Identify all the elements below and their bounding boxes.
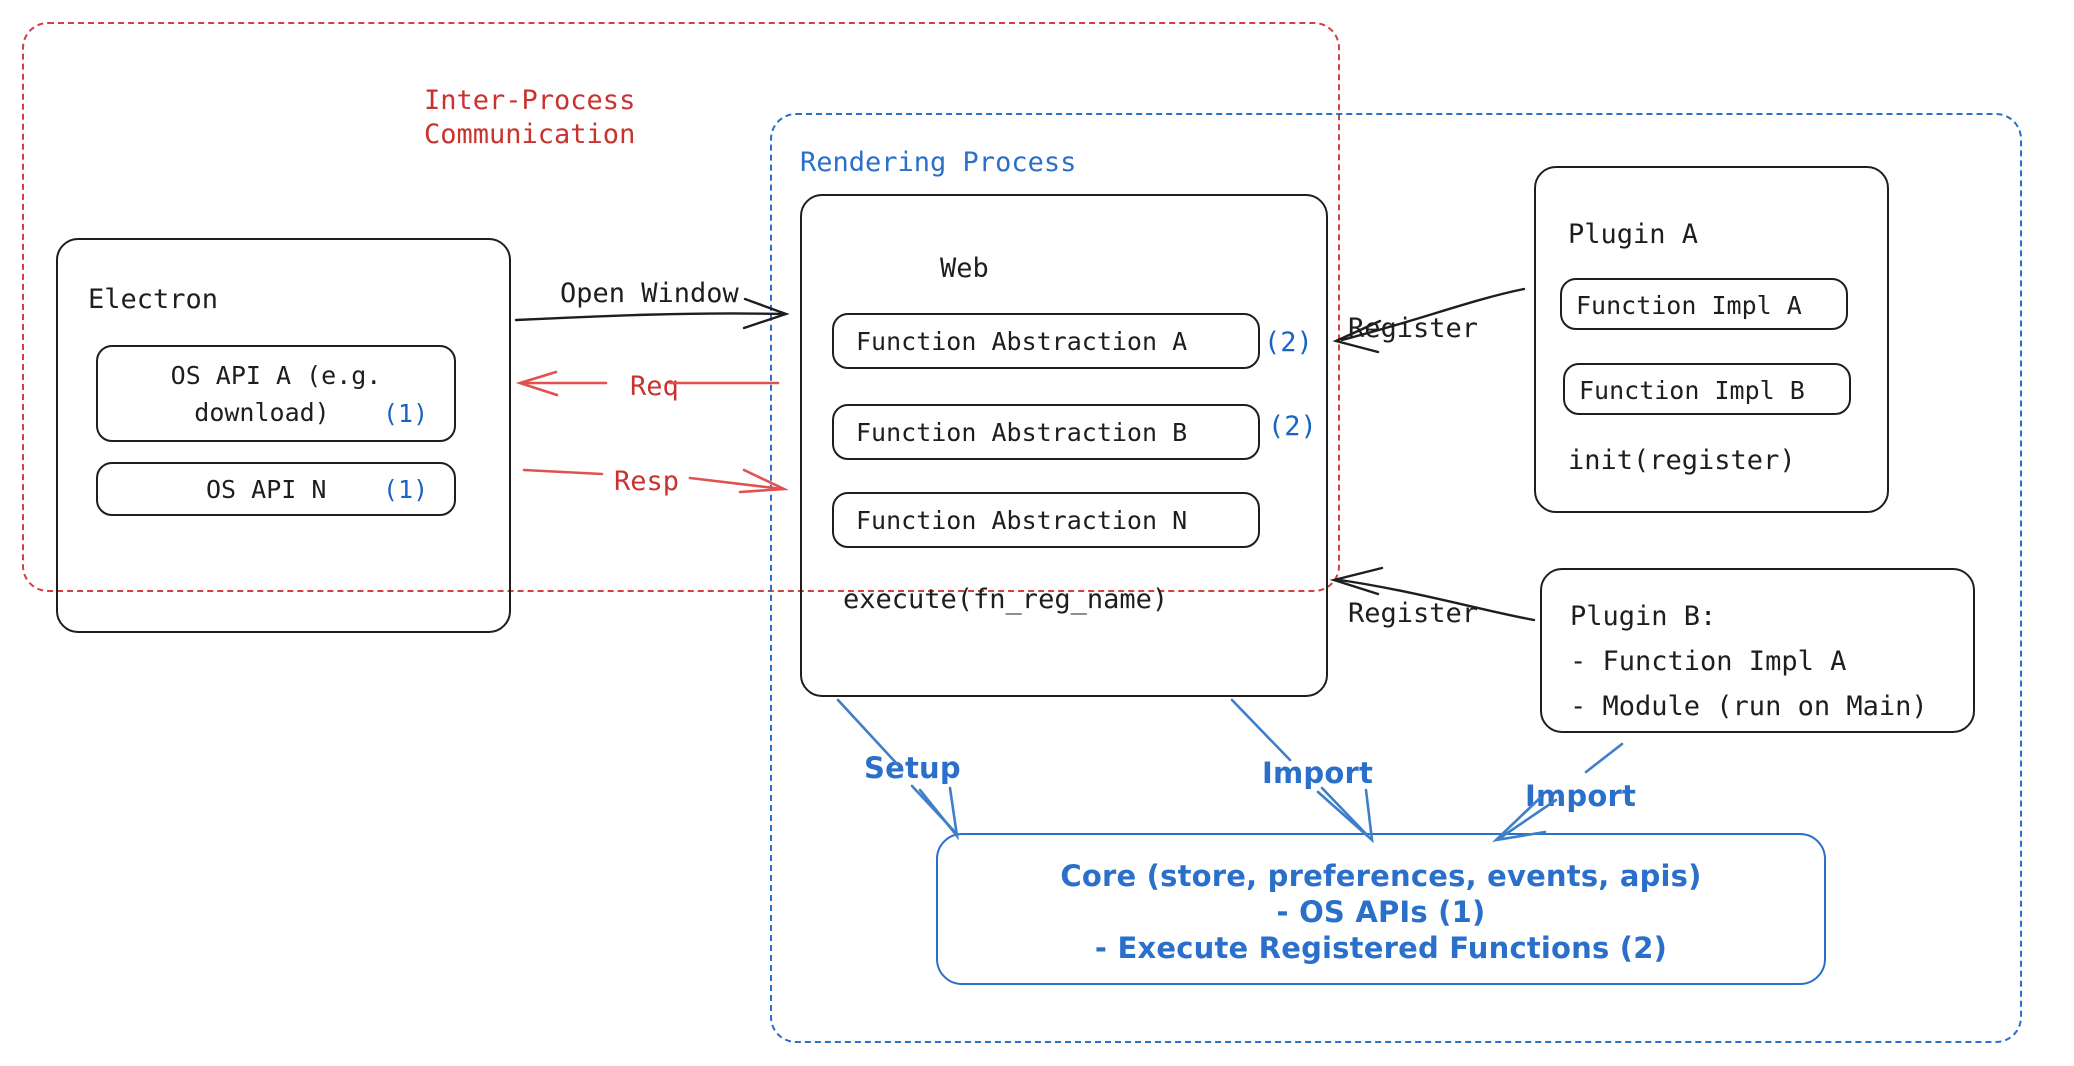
plugin-a-title: Plugin A [1568, 219, 1699, 250]
plugin-b-item-function-impl-a: - Function Impl A [1570, 646, 1847, 677]
plugin-a-function-impl-a-label: Function Impl A [1576, 291, 1802, 320]
arrow-label-register-plugin-a: Register [1348, 313, 1479, 344]
function-abstraction-b-box [832, 404, 1260, 460]
function-abstraction-a-marker: (2) [1264, 327, 1313, 358]
plugin-a-function-impl-b-label: Function Impl B [1579, 376, 1805, 405]
web-box [800, 194, 1328, 697]
plugin-a-box [1534, 166, 1889, 513]
core-line3: - Execute Registered Functions (2) [1094, 931, 1668, 965]
arrow-label-req: Req [624, 370, 685, 405]
plugin-b-box [1540, 568, 1975, 733]
plugin-a-function-impl-a-box [1560, 278, 1848, 330]
web-execute-label: execute(fn_reg_name) [843, 584, 1169, 615]
arrow-label-import-plugin: Import [1525, 779, 1637, 813]
os-api-a-box [96, 345, 456, 442]
plugin-b-item-module: - Module (run on Main) [1570, 691, 1928, 722]
core-line1: Core (store, preferences, events, apis) [1060, 859, 1702, 893]
function-abstraction-n-box [832, 492, 1260, 548]
arrow-label-open-window: Open Window [560, 278, 739, 309]
core-box [936, 833, 1826, 985]
os-api-n-box [96, 462, 456, 516]
region-ipc-label-line2: Communication [424, 119, 636, 150]
os-api-a-label-line1: OS API A (e.g. [170, 361, 382, 390]
web-title: Web [940, 253, 989, 284]
arrow-label-setup: Setup [864, 751, 961, 785]
function-abstraction-n-label: Function Abstraction N [856, 506, 1188, 535]
core-line2: - OS APIs (1) [1276, 895, 1486, 929]
function-abstraction-b-label: Function Abstraction B [856, 418, 1188, 447]
region-inter-process-communication [22, 22, 1340, 592]
os-api-a-marker: (1) [383, 399, 429, 428]
region-rendering-process-label: Rendering Process [800, 147, 1077, 178]
function-abstraction-b-marker: (2) [1268, 411, 1317, 442]
function-abstraction-a-label: Function Abstraction A [856, 327, 1188, 356]
region-rendering-process [770, 113, 2022, 1043]
arrow-label-register-plugin-b: Register [1348, 598, 1479, 629]
os-api-a-label-line2: download) [194, 398, 330, 427]
plugin-a-function-impl-b-box [1563, 363, 1851, 415]
os-api-n-marker: (1) [383, 475, 429, 504]
electron-title: Electron [88, 284, 219, 315]
region-ipc-label-line1: Inter-Process [424, 85, 636, 116]
plugin-b-title: Plugin B: [1570, 601, 1717, 632]
plugin-a-init-label: init(register) [1568, 445, 1796, 476]
function-abstraction-a-box [832, 313, 1260, 369]
electron-box [56, 238, 511, 633]
arrow-label-import-web: Import [1262, 756, 1374, 790]
os-api-n-label: OS API N [206, 475, 327, 504]
arrow-label-resp: Resp [608, 465, 686, 500]
